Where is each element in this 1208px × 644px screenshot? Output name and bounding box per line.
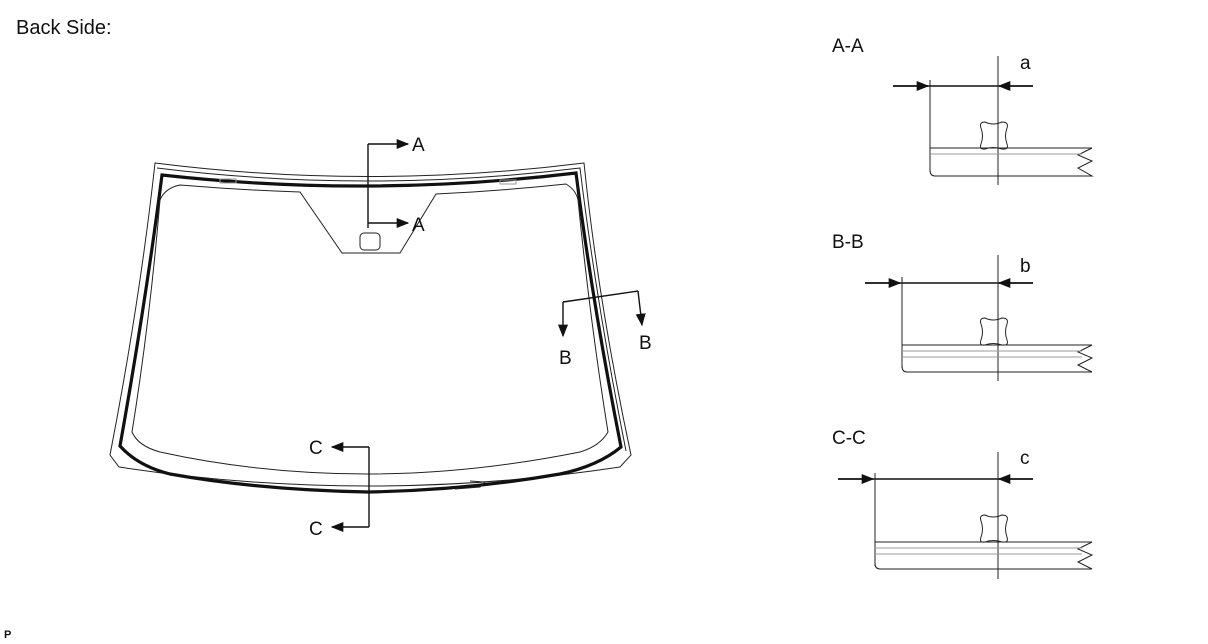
heading: Back Side:	[16, 17, 112, 39]
adhesive-dam-c	[980, 514, 1008, 543]
marker-a-bottom: A	[412, 215, 425, 236]
section-view-a: A-A a	[832, 36, 1094, 185]
section-title-a: A-A	[832, 36, 864, 57]
bottom-tab	[454, 480, 487, 490]
adhesive-dam-b	[980, 317, 1008, 346]
section-title-c: C-C	[832, 428, 866, 449]
marker-b-right: B	[639, 333, 652, 354]
windshield-outer-edge	[109, 162, 632, 487]
windshield-ceramic-border	[118, 171, 623, 494]
marker-a-top: A	[412, 135, 425, 156]
top-tab-right	[499, 179, 517, 185]
section-arrow-b-right	[635, 290, 646, 327]
footer-code: P	[4, 629, 11, 641]
marker-b-left: B	[559, 348, 572, 369]
section-title-b: B-B	[832, 232, 864, 253]
dimension-label-b: b	[1020, 256, 1031, 277]
section-view-c: C-C c	[832, 428, 1094, 579]
section-line-b	[562, 290, 639, 303]
sensor-bracket	[359, 232, 381, 251]
windshield-visible-area	[131, 183, 609, 475]
glass-section-b	[901, 344, 1094, 373]
glass-section-c	[874, 541, 1094, 570]
marker-c-top: C	[309, 438, 323, 459]
marker-c-bottom: C	[309, 519, 323, 540]
section-view-b: B-B b	[832, 232, 1094, 381]
windshield: A A B B C C	[109, 135, 652, 540]
top-tab-left	[219, 178, 237, 184]
adhesive-dam-a	[980, 121, 1008, 150]
dimension-label-c: c	[1020, 448, 1030, 469]
windshield-border-inner-line	[156, 167, 627, 452]
glass-section-a	[929, 147, 1094, 177]
dimension-label-a: a	[1020, 53, 1031, 74]
